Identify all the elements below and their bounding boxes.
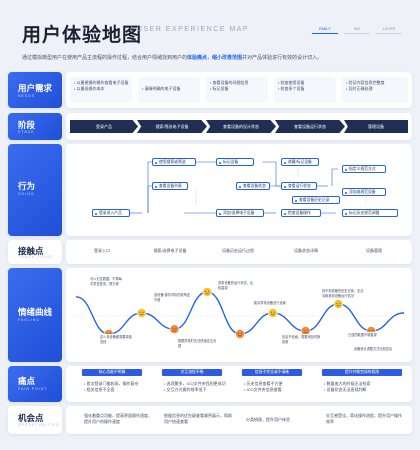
persona-tabs: EMILY IKE LAYER (312, 24, 402, 34)
action-running: 查看运行状态 (281, 182, 317, 190)
sad-face-icon (235, 329, 245, 339)
opportunity-card: 交互感受佳，简化操作流程，提升用户操作效率 (326, 413, 402, 424)
action-add: 添加/选择电子设备 (216, 209, 264, 217)
emotion-note: 找不到设备的历史记录，无法清晰看到设备运行情况 (320, 288, 366, 299)
need-card: 验证内容信息完整度 及时正确处理 (342, 77, 408, 103)
row-label-emotion: 情绪曲线 FEELING (8, 268, 62, 362)
tab-layer[interactable]: LAYER (376, 24, 402, 34)
pain-panel: 核心功能不明确 交互流程不畅 信息不完全或不清晰 提升并做完成的权限 首次登录门… (66, 366, 412, 402)
emotion-note: 已选的数据不够直观 (346, 332, 386, 339)
stage-step: 管理设备 (344, 120, 408, 133)
action-check: 检查设备操作 (281, 209, 321, 217)
emotion-panel: 可以记住数据，不再每次重复登录，很方便 选设备/操作详情的效率还不错 这么多设备… (66, 268, 412, 362)
emotion-note: 这么多设备都需要单独查找 (98, 334, 134, 345)
sad-face-icon (300, 326, 311, 336)
row-label-pain: 痛点 PAIN POINT (8, 366, 62, 402)
action-flow-lines (128, 161, 367, 214)
need-card: 检查使用设备 检查多个设备 (274, 77, 336, 103)
need-card: 清晰明确的电子设备 (138, 77, 200, 103)
stage-step: 查看设备的设计状态 (206, 120, 276, 133)
touch-point: 设备状态详情 (294, 248, 318, 253)
emotion-note: 可以记住数据，不再每次重复登录，很方便 (88, 276, 126, 287)
highlight-scope: 缩小改善范围 (212, 55, 243, 61)
opportunity-panel: 强化着重点功能，提高界面操作速度，提升用户的操作速度 根据信息的优先级查看顺序展… (66, 406, 412, 434)
opportunity-card: 分类梳理，提升用户体验 (246, 417, 290, 422)
emotion-note: 设备统计调整方式比较复杂 (352, 346, 398, 353)
touch-panel: 登录入口 搜索/选择电子设备 设备历史运行过程 设备状态详情 设备管理 (66, 240, 412, 264)
pain-card: 选项繁多，ICO文件夹找到更成功 交互方式操作效率低下 (160, 378, 240, 398)
page-subtitle: / USER EXPERIENCE MAP (130, 26, 250, 33)
pain-card: 数量庞大的时候无法检索 设备状态无法直观判断 (320, 378, 408, 398)
pain-header: 提升并做完成的权限 (322, 369, 402, 376)
pain-header: 交互流程不畅 (162, 369, 222, 376)
action-history: 查看设备历史记录 (292, 196, 340, 204)
happy-face-icon (136, 308, 147, 318)
action-define: 指定义规范方式 (342, 165, 386, 173)
action-list: 查看设备列表 (152, 182, 188, 190)
row-label-action: 行为 DOING (8, 144, 62, 236)
stage-step: 搜索/筛选电子设备 (137, 120, 207, 133)
happy-face-icon (333, 299, 344, 309)
page-title: 用户体验地图 (22, 25, 143, 46)
row-label-touch: 接触点 TOUCH POINT (8, 240, 62, 264)
highlight-pain: 体验痛点 (187, 55, 208, 61)
row-label-needs: 用户需求 NEEDS (8, 72, 62, 108)
touch-point: 搜索/选择电子设备 (153, 248, 187, 253)
row-label-opportunity: 机会点 OPPORTUNITIES (8, 406, 62, 434)
opportunity-card: 根据信息的优先级查看顺序展示，帮助用户快速查看 (164, 413, 232, 424)
needs-panel: 以最便捷的操作查看电子设备 以最低操作成本 清晰明确的电子设备 查看设备的详细信… (66, 72, 412, 108)
touch-point: 设备管理 (366, 248, 382, 253)
sad-face-icon (169, 324, 180, 335)
touch-point: 登录入口 (94, 248, 110, 253)
emotion-note: 数据异常时无法快速定位问题 (176, 338, 220, 349)
emotion-curve (74, 287, 406, 339)
emotion-note: 选设备/操作详情的效率还不错 (152, 292, 192, 303)
pain-card: 首次登录门槛较高，操作复杂 相关信息不全面 (80, 378, 156, 398)
tab-emily[interactable]: EMILY (312, 24, 338, 34)
action-search: 使用搜索或筛选 (152, 158, 196, 166)
pain-card: 历史信息查看不方便 ICO文件夹信息查看 (240, 378, 318, 398)
action-mark: 标记设备 (216, 158, 254, 166)
need-card: 查看设备的详细信息 标记设备 (206, 77, 268, 103)
need-card: 以最便捷的操作查看电子设备 以最低操作成本 (70, 77, 132, 103)
tab-ike[interactable]: IKE (344, 24, 370, 34)
pain-header: 核心功能不明确 (82, 369, 142, 376)
pain-header: 信息不完全或不清晰 (242, 369, 302, 376)
action-login: 登录进入产品 (92, 209, 130, 217)
opportunity-card: 强化着重点功能，提高界面操作速度，提升用户的操作速度 (84, 413, 152, 424)
emotion-note: 信息不全面，需要来回切换查看 (280, 334, 324, 345)
action-favorite: 收藏/标记设备 (281, 158, 319, 166)
action-add-rule: 添加或规范设备 (342, 188, 386, 196)
happy-face-icon (268, 308, 278, 318)
action-mark-history: 标记历史规范调整 (342, 209, 398, 217)
description: 通过模拟典型用户在使用产品主流程的操作过程，结合用户情绪找到用户的体验痛点，缩小… (22, 55, 323, 61)
happy-face-icon (202, 287, 212, 297)
row-label-stage: 阶段 STAGE (8, 113, 62, 140)
action-status: 查看设备状态 (236, 182, 270, 190)
action-panel: 登录进入产品 使用搜索或筛选 查看设备列表 添加/选择电子设备 标记设备 查看设… (66, 144, 412, 236)
emotion-note: 查看设备的运行状态，比较直观 (216, 280, 256, 291)
touch-point: 设备历史运行过程 (222, 248, 254, 253)
stage-panel: 登录产品 搜索/筛选电子设备 查看设备的设计状态 查看设备运行状态 管理设备 (66, 113, 412, 140)
stage-step: 登录产品 (70, 120, 138, 133)
stage-step: 查看设备运行状态 (275, 120, 345, 133)
emotion-note: 能对异常设备进行设置 (252, 300, 292, 307)
